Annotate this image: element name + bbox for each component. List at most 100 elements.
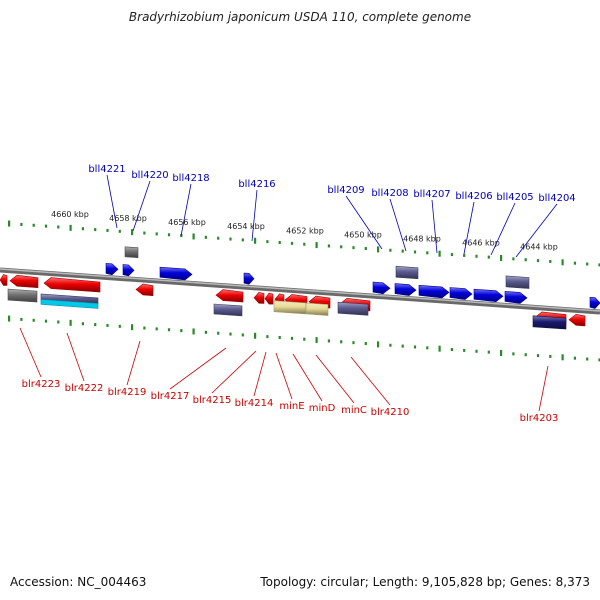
reverse-gene-label: blr4215: [193, 395, 232, 406]
scale-tick: [8, 220, 11, 227]
forward-gene-arrow: [589, 296, 600, 309]
scale-tick: [118, 229, 121, 233]
scale-tick: [512, 352, 515, 356]
scale-tick: [450, 253, 453, 257]
scale-tick: [106, 323, 109, 327]
forward-gene-label: bll4221: [88, 164, 125, 175]
scale-tick: [57, 320, 60, 324]
scale-tick: [413, 345, 417, 349]
scale-tick: [438, 250, 441, 257]
forward-label-leader: [389, 198, 407, 252]
scale-tick: [204, 235, 207, 239]
reverse-gene-arrow: [0, 274, 8, 286]
misc-feature-box: [505, 275, 530, 289]
reverse-gene-arrow: [215, 289, 244, 303]
scale-tick: [340, 340, 343, 344]
scale-tick: [118, 324, 121, 328]
forward-gene-arrow: [372, 281, 391, 295]
reverse-gene-label: blr4223: [22, 379, 61, 390]
scale-tick: [94, 323, 97, 327]
scale-tick: [352, 341, 355, 345]
scale-tick: [561, 354, 564, 361]
accession-label: Accession: NC_004463: [10, 575, 147, 589]
scale-tick: [229, 237, 232, 241]
reverse-label-leader: [315, 354, 355, 404]
scale-tick: [573, 356, 576, 360]
forward-gene-label: bll4204: [538, 193, 575, 204]
scale-tick: [32, 223, 35, 227]
forward-label-leader: [132, 180, 151, 232]
forward-gene-arrow: [449, 287, 473, 300]
reverse-gene-arrow: [253, 291, 265, 304]
ruler-label: 4656 kbp: [168, 218, 206, 227]
reverse-label-leader: [350, 356, 391, 406]
scale-tick: [549, 354, 552, 358]
scale-tick: [192, 328, 195, 335]
forward-label-leader: [515, 203, 558, 258]
forward-gene-arrow: [473, 288, 504, 303]
reverse-gene-label: minC: [341, 405, 367, 416]
scale-tick: [94, 228, 97, 232]
misc-feature-box: [395, 265, 419, 280]
figure-title: Bradyrhizobium japonicum USDA 110, compl…: [128, 10, 472, 24]
forward-label-leader: [431, 199, 438, 254]
forward-gene-label: bll4216: [238, 179, 275, 190]
scale-tick: [377, 246, 380, 253]
reverse-gene-label: blr4217: [151, 391, 190, 402]
scale-tick: [377, 341, 380, 348]
scale-tick: [389, 343, 392, 347]
forward-gene-arrow: [394, 283, 417, 296]
reverse-label-leader: [126, 340, 141, 386]
scale-tick: [536, 259, 540, 263]
scale-tick: [192, 233, 195, 240]
upper-scale-ruler: [8, 220, 600, 267]
scale-tick: [20, 222, 23, 226]
scale-tick: [315, 242, 318, 249]
scale-tick: [487, 350, 490, 354]
scale-tick: [290, 336, 294, 340]
misc-feature-box: [213, 303, 243, 317]
scale-tick: [266, 335, 269, 339]
reverse-gene-label: minE: [279, 401, 304, 412]
scale-tick: [426, 251, 429, 255]
scale-tick: [327, 244, 330, 248]
forward-gene-arrow: [504, 291, 528, 304]
misc-feature-stripe: [40, 299, 99, 309]
genome-backbone: [0, 267, 600, 315]
scale-tick: [463, 348, 466, 352]
scale-tick: [81, 227, 84, 231]
forward-label-leader: [180, 183, 192, 237]
scale-tick: [167, 328, 171, 332]
scale-tick: [44, 319, 48, 323]
scale-tick: [524, 258, 527, 262]
gray-feature-box: [7, 288, 38, 303]
scale-tick: [352, 246, 355, 250]
scale-tick: [315, 337, 318, 344]
scale-tick: [241, 333, 244, 337]
scale-tick: [106, 228, 109, 232]
scale-tick: [69, 224, 72, 231]
scale-tick: [131, 229, 134, 236]
ruler-label: 4646 kbp: [462, 239, 500, 248]
ruler-label: 4660 kbp: [51, 210, 89, 219]
reverse-gene-label: blr4222: [65, 383, 104, 394]
scale-tick: [340, 245, 343, 249]
forward-gene-label: bll4209: [327, 185, 364, 196]
scale-tick: [143, 326, 146, 330]
scale-tick: [217, 236, 220, 240]
scale-tick: [131, 324, 134, 331]
scale-tick: [229, 332, 232, 336]
forward-gene-arrow: [243, 272, 255, 285]
scale-tick: [57, 225, 60, 229]
scale-tick: [155, 232, 158, 236]
scale-tick: [180, 329, 183, 333]
scale-tick: [241, 238, 244, 242]
ruler-label: 4654 kbp: [227, 222, 265, 231]
rna-feature-box: [305, 302, 329, 316]
forward-gene-label: bll4207: [413, 189, 450, 200]
reverse-gene-arrow: [43, 277, 101, 293]
forward-gene-label: bll4205: [496, 192, 533, 203]
scale-tick: [438, 345, 441, 352]
scale-tick: [389, 248, 392, 252]
